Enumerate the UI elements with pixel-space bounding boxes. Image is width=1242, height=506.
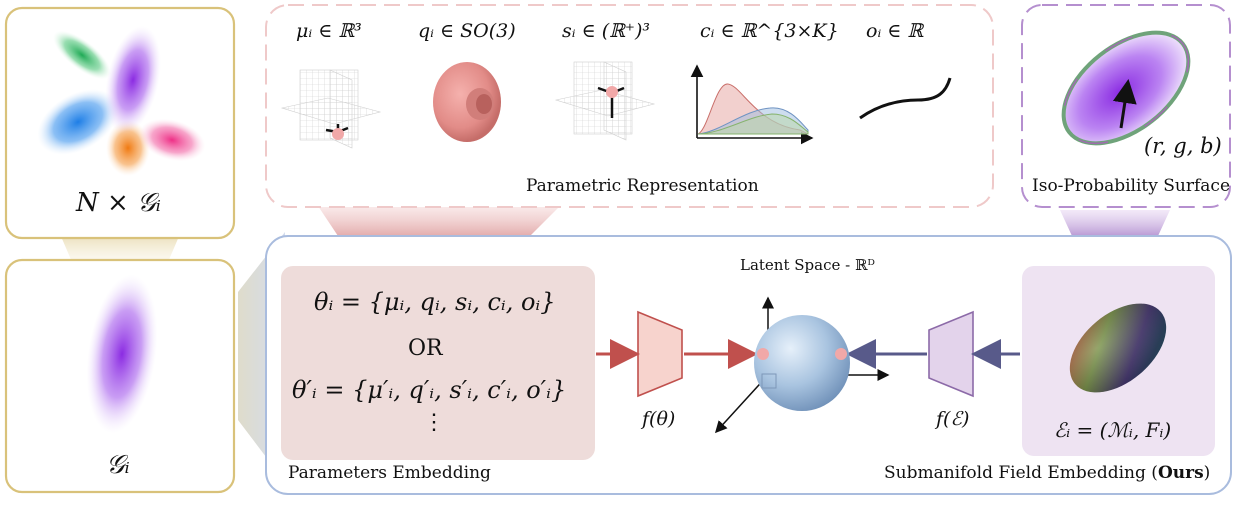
parametric-title: Parametric Representation (526, 176, 759, 196)
param-q-label: qᵢ ∈ SO(3) (418, 20, 516, 42)
param-o-label: oᵢ ∈ ℝ (866, 20, 924, 42)
submanifold-embedding-caption: Submanifold Field Embedding (Ours) (884, 465, 1210, 482)
or-text: OR (408, 336, 443, 361)
parameters-box (281, 266, 595, 460)
connector-iso (1060, 210, 1170, 236)
theta-prime-equation: θ′ᵢ = {μ′ᵢ, q′ᵢ, s′ᵢ, c′ᵢ, o′ᵢ} (292, 376, 567, 404)
param-s-label: sᵢ ∈ (ℝ⁺)³ (562, 20, 650, 42)
param-c-label: cᵢ ∈ ℝ^{3×K} (700, 20, 839, 42)
iso-ellipse-icon (1061, 30, 1191, 146)
f-e-label: f(ℰ) (936, 408, 970, 430)
ours-label: Ours (1157, 463, 1204, 483)
single-gaussian-label: 𝒢ᵢ (106, 450, 130, 480)
close-paren: ) (1203, 463, 1211, 483)
field-equation: ℰᵢ = (ℳᵢ, Fᵢ) (1054, 418, 1172, 442)
gaussian-mixture-icon (37, 25, 206, 176)
scale-axes-icon (554, 61, 656, 141)
rotation-torus-icon (433, 62, 501, 142)
iso-surface-title: Iso-Probability Surface (1032, 176, 1230, 196)
latent-space-label: Latent Space - ℝᴰ (740, 256, 876, 274)
color-curves-icon (690, 64, 814, 145)
submanifold-field-icon (1069, 303, 1167, 393)
parameters-embedding-caption: Parameters Embedding (288, 463, 491, 483)
submanifold-caption-text: Submanifold Field Embedding ( (884, 463, 1158, 483)
connector-parametric (318, 206, 560, 236)
gaussian-mixture-label: N × 𝒢ᵢ (76, 188, 161, 218)
f-theta-label: f(θ) (642, 408, 676, 430)
latent-space-sphere (714, 296, 890, 434)
opacity-curve-icon (859, 77, 952, 120)
theta-equation: θᵢ = {μᵢ, qᵢ, sᵢ, cᵢ, oᵢ} (314, 288, 556, 316)
single-gaussian-icon (86, 274, 158, 434)
rgb-label: (r, g, b) (1144, 134, 1222, 158)
position-axes-icon (280, 69, 382, 149)
param-mu-label: μᵢ ∈ ℝ³ (296, 20, 362, 42)
vdots: ⋮ (423, 410, 445, 435)
connector-gold (60, 234, 180, 262)
